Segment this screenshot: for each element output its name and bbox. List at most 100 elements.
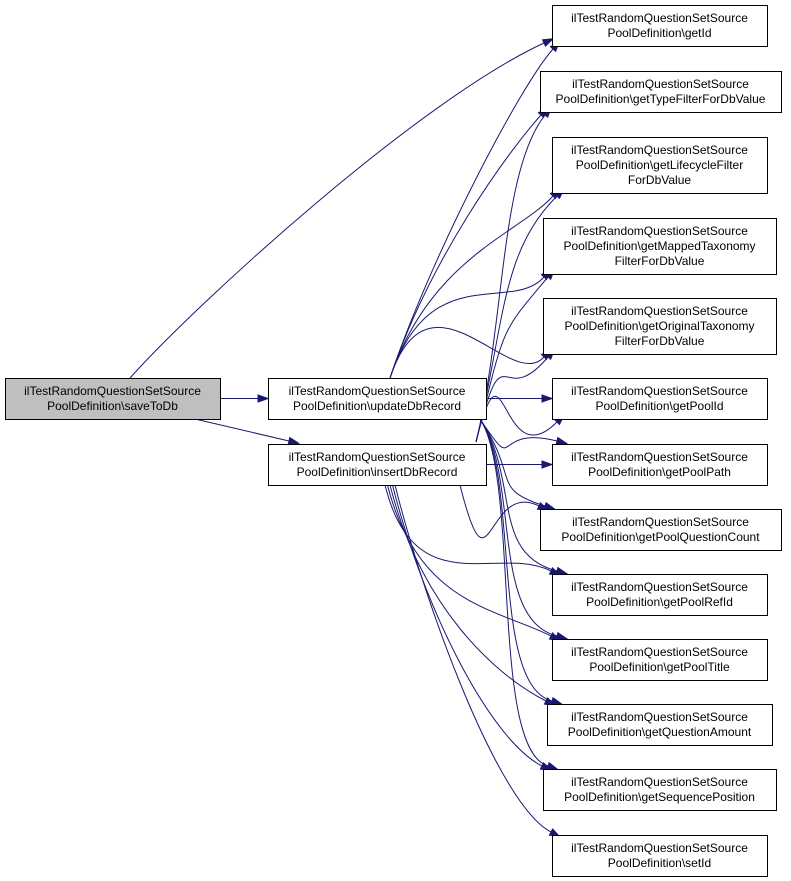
node-label-line: PoolDefinition\getPoolQuestionCount	[561, 530, 760, 544]
node-get-id[interactable]: ilTestRandomQuestionSetSourcePoolDefinit…	[552, 5, 768, 47]
node-box	[543, 218, 777, 275]
node-box	[547, 704, 773, 746]
edge-insert-db-record-to-get-sequence-position	[392, 484, 553, 772]
edge-update-db-record-to-get-pool-title	[479, 418, 569, 640]
node-box	[5, 378, 221, 420]
edge-update-db-record-to-get-pool-id	[486, 394, 554, 403]
edge-insert-db-record-to-get-pool-title	[387, 484, 562, 642]
edge-line	[384, 484, 552, 572]
edge-line	[479, 418, 553, 702]
edge-line	[129, 42, 545, 379]
arrowhead-icon	[541, 38, 555, 48]
node-get-sequence-position[interactable]: ilTestRandomQuestionSetSourcePoolDefinit…	[543, 769, 777, 811]
node-update-db-record[interactable]: ilTestRandomQuestionSetSourcePoolDefinit…	[268, 378, 487, 420]
node-get-question-amount[interactable]: ilTestRandomQuestionSetSourcePoolDefinit…	[547, 704, 773, 746]
node-box	[552, 835, 768, 877]
node-box	[268, 378, 487, 420]
node-box	[552, 378, 768, 420]
edge-line	[479, 418, 546, 507]
node-label-line: ilTestRandomQuestionSetSource	[571, 304, 748, 318]
node-label-line: ilTestRandomQuestionSetSource	[572, 515, 749, 529]
node-box	[540, 71, 782, 113]
node-get-type-filter-for-db-value[interactable]: ilTestRandomQuestionSetSourcePoolDefinit…	[540, 71, 782, 113]
edge-line	[389, 48, 554, 379]
node-get-original-taxonomy-filter-for-db-value[interactable]: ilTestRandomQuestionSetSourcePoolDefinit…	[543, 298, 777, 355]
node-box	[552, 444, 768, 486]
edge-update-db-record-to-get-lifecycle-filter-for-db-value	[389, 187, 561, 379]
node-label-line: ilTestRandomQuestionSetSource	[571, 384, 748, 398]
edge-line	[394, 484, 552, 833]
node-label-line: PoolDefinition\getId	[607, 26, 711, 40]
edge-line	[392, 484, 543, 767]
node-get-pool-ref-id[interactable]: ilTestRandomQuestionSetSourcePoolDefinit…	[552, 574, 768, 616]
node-box	[552, 639, 768, 681]
node-label-line: ilTestRandomQuestionSetSource	[571, 645, 748, 659]
edge-insert-db-record-to-set-id	[394, 484, 562, 838]
node-get-mapped-taxonomy-filter-for-db-value[interactable]: ilTestRandomQuestionSetSourcePoolDefinit…	[543, 218, 777, 275]
node-label-line: PoolDefinition\getTypeFilterForDbValue	[556, 92, 766, 106]
edge-insert-db-record-to-get-question-amount	[389, 484, 557, 707]
node-label-line: FilterForDbValue	[615, 254, 705, 268]
node-box	[552, 137, 768, 194]
node-label-line: PoolDefinition\getLifecycleFilter	[576, 158, 743, 172]
node-label-line: ilTestRandomQuestionSetSource	[289, 450, 466, 464]
edge-line	[389, 484, 547, 702]
arrowhead-icon	[257, 394, 270, 403]
node-label-line: PoolDefinition\getSequencePosition	[564, 790, 755, 804]
edge-update-db-record-to-get-pool-path	[479, 418, 569, 449]
arrowhead-icon	[287, 436, 301, 445]
node-label-line: FilterForDbValue	[615, 334, 705, 348]
node-label-line: PoolDefinition\updateDbRecord	[293, 399, 461, 413]
node-label-line: ilTestRandomQuestionSetSource	[571, 450, 748, 464]
node-label-line: PoolDefinition\getPoolId	[595, 399, 723, 413]
node-label-line: ilTestRandomQuestionSetSource	[571, 710, 748, 724]
edge-update-db-record-to-get-pool-ref-id	[479, 418, 569, 575]
node-label-line: ilTestRandomQuestionSetSource	[571, 224, 748, 238]
node-label-line: PoolDefinition\getPoolTitle	[589, 660, 730, 674]
node-label-line: ilTestRandomQuestionSetSource	[571, 11, 748, 25]
node-get-pool-id[interactable]: ilTestRandomQuestionSetSourcePoolDefinit…	[552, 378, 768, 420]
nodes-layer: ilTestRandomQuestionSetSourcePoolDefinit…	[5, 5, 782, 877]
edge-line	[479, 418, 549, 767]
node-label-line: PoolDefinition\getQuestionAmount	[568, 725, 752, 739]
node-label-line: PoolDefinition\getPoolRefId	[586, 595, 733, 609]
node-label-line: ilTestRandomQuestionSetSource	[24, 384, 201, 398]
arrowhead-icon	[555, 436, 569, 445]
node-insert-db-record[interactable]: ilTestRandomQuestionSetSourcePoolDefinit…	[268, 444, 487, 486]
node-label-line: ilTestRandomQuestionSetSource	[571, 580, 748, 594]
node-save-to-db[interactable]: ilTestRandomQuestionSetSourcePoolDefinit…	[5, 378, 221, 420]
edge-insert-db-record-to-get-pool-ref-id	[384, 484, 562, 577]
node-get-pool-path[interactable]: ilTestRandomQuestionSetSourcePoolDefinit…	[552, 444, 768, 486]
edge-line	[389, 276, 545, 379]
edge-line	[194, 418, 290, 442]
node-get-pool-title[interactable]: ilTestRandomQuestionSetSourcePoolDefinit…	[552, 639, 768, 681]
node-box	[552, 5, 768, 47]
edge-save-to-db-to-get-id	[129, 38, 555, 379]
node-label-line: PoolDefinition\saveToDb	[47, 399, 178, 413]
edge-line	[389, 114, 542, 379]
node-set-id[interactable]: ilTestRandomQuestionSetSourcePoolDefinit…	[552, 835, 768, 877]
node-label-line: ilTestRandomQuestionSetSource	[571, 143, 748, 157]
node-label-line: ilTestRandomQuestionSetSource	[571, 775, 748, 789]
edge-save-to-db-to-update-db-record	[220, 394, 270, 403]
edge-save-to-db-to-insert-db-record	[194, 418, 301, 445]
arrowhead-icon	[541, 394, 554, 403]
node-box	[543, 298, 777, 355]
node-get-pool-question-count[interactable]: ilTestRandomQuestionSetSourcePoolDefinit…	[540, 509, 782, 551]
edge-line	[389, 326, 545, 379]
node-box	[552, 574, 768, 616]
edge-line	[479, 418, 558, 637]
node-label-line: ilTestRandomQuestionSetSource	[572, 77, 749, 91]
edge-line	[387, 484, 552, 637]
node-label-line: PoolDefinition\setId	[608, 856, 711, 870]
node-label-line: ilTestRandomQuestionSetSource	[289, 384, 466, 398]
node-get-lifecycle-filter-for-db-value[interactable]: ilTestRandomQuestionSetSourcePoolDefinit…	[552, 137, 768, 194]
edges-layer	[129, 38, 569, 838]
node-box	[543, 769, 777, 811]
node-box	[268, 444, 487, 486]
node-label-line: PoolDefinition\getPoolPath	[588, 465, 731, 479]
node-label-line: ilTestRandomQuestionSetSource	[571, 841, 748, 855]
edge-line	[479, 418, 558, 449]
edge-line	[479, 418, 558, 572]
